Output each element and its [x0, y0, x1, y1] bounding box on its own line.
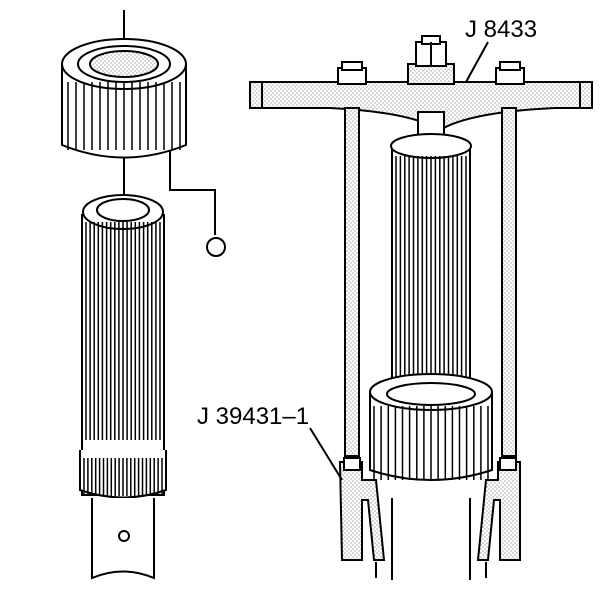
exploded-view — [61, 10, 226, 580]
puller-assembly — [249, 35, 593, 580]
label-j39431-1: J 39431–1 — [197, 403, 309, 430]
label-j8433: J 8433 — [465, 16, 537, 43]
left-leg — [344, 107, 360, 457]
pulled-shaft — [390, 133, 472, 409]
adapter-right-jaw — [476, 461, 521, 561]
right-leg — [501, 107, 517, 457]
ring-gear — [61, 38, 187, 159]
callout-dot-icon — [206, 237, 226, 257]
input-shaft — [79, 194, 167, 580]
leader-j39431 — [309, 427, 343, 481]
leader-j8433 — [465, 41, 489, 83]
adapter-left-jaw — [338, 461, 386, 561]
pulled-gear — [369, 373, 493, 481]
callout-leader — [169, 150, 216, 235]
